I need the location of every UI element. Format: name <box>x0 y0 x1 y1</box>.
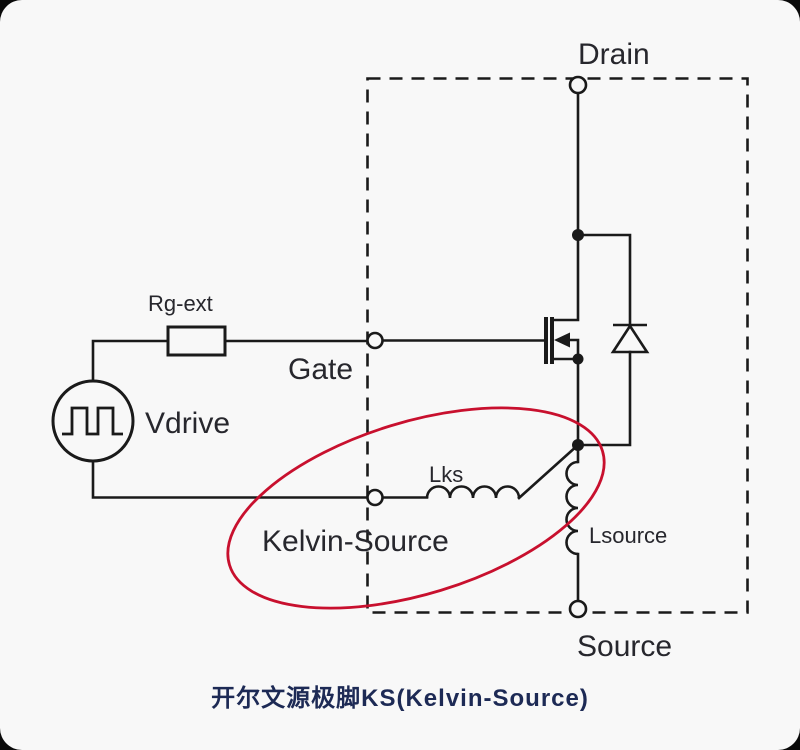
vdrive-circle <box>51 379 135 463</box>
mosfet-symbol <box>544 317 554 364</box>
rg-ext-resistor <box>166 325 227 357</box>
kelvin-source-highlight <box>226 406 606 610</box>
source-terminal <box>568 599 588 619</box>
vdrive-source <box>51 379 135 463</box>
rg-ext-label: Rg-ext <box>148 291 213 316</box>
mosfet-body-arrow <box>554 332 570 348</box>
drain-terminal <box>568 75 588 95</box>
lks-coil <box>425 485 521 499</box>
kelvin-source-terminal <box>366 488 384 507</box>
lks-label: Lks <box>429 462 463 487</box>
junction-dot <box>572 353 584 365</box>
highlight-ellipse <box>226 406 606 610</box>
lsource-label: Lsource <box>589 523 667 548</box>
junction-dot <box>572 229 584 241</box>
square-wave-icon <box>62 406 123 436</box>
vdrive-top-wire <box>91 339 170 383</box>
caption-title: 开尔文源极脚KS(Kelvin-Source) <box>211 685 589 712</box>
terminals <box>366 75 588 619</box>
vdrive-bottom-wire <box>91 459 369 499</box>
diode-triangle <box>610 323 650 354</box>
diode-top-wire <box>576 233 632 327</box>
wires <box>91 83 632 603</box>
package-boundary-rect <box>366 77 749 614</box>
lsource-coil <box>565 460 579 556</box>
resistor-body <box>166 325 227 357</box>
source-label: Source <box>577 630 672 663</box>
package-boundary <box>366 77 749 614</box>
vdrive-label: Vdrive <box>145 407 230 440</box>
junction-dots <box>572 229 584 451</box>
gate-label: Gate <box>288 353 353 386</box>
kelvin-source-label: Kelvin-Source <box>262 525 449 558</box>
diagram-labels: Drain Gate Source Vdrive Rg-ext Lks Lsou… <box>145 38 672 663</box>
lks-diagonal-wire <box>517 443 580 500</box>
body-diode <box>610 323 650 354</box>
drain-label: Drain <box>578 38 650 71</box>
lsource-inductor <box>565 460 579 556</box>
junction-dot <box>572 439 584 451</box>
lks-inductor <box>425 485 521 499</box>
diode-bottom-wire <box>576 350 632 447</box>
gate-terminal <box>366 331 384 350</box>
mosfet-source-lead <box>550 357 580 447</box>
body-arrow-head <box>554 332 570 348</box>
mosfet-drain-lead <box>550 233 580 322</box>
